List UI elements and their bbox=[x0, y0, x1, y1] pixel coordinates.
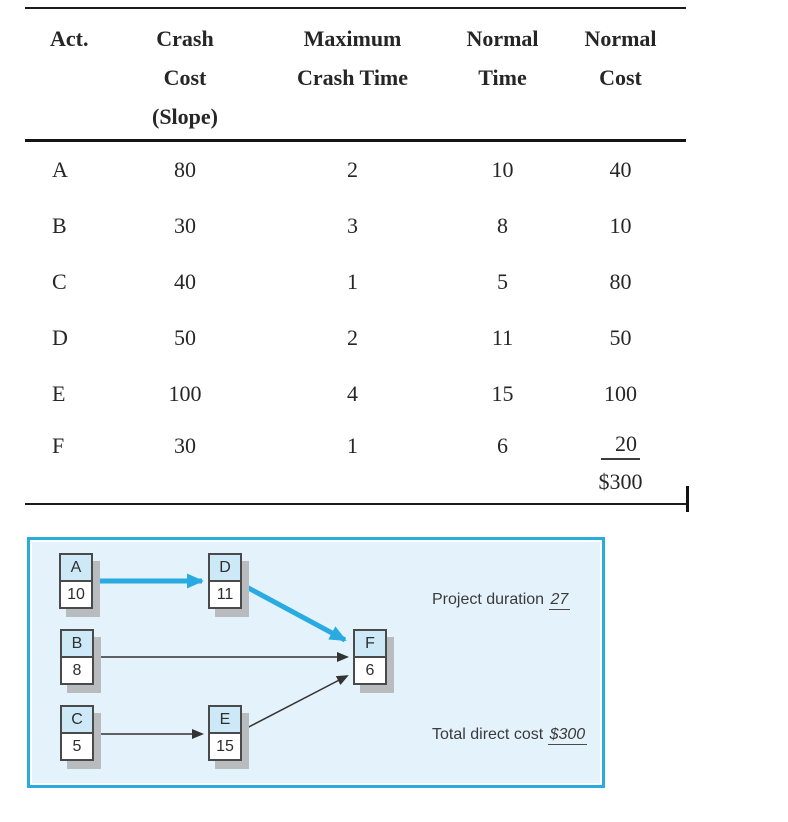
cell-normal-cost: 50 bbox=[609, 325, 632, 350]
col-header-normal-time: Normal Time bbox=[450, 19, 555, 139]
node-b-duration: 8 bbox=[72, 661, 82, 679]
table-row: F 30 1 6 20 bbox=[25, 422, 686, 469]
node-b: B 8 bbox=[60, 629, 101, 693]
edge-e-f bbox=[240, 675, 349, 732]
node-c-label: C bbox=[62, 707, 92, 734]
cell-crash-cost: 30 bbox=[174, 432, 196, 458]
cell-normal-time: 11 bbox=[491, 325, 514, 350]
node-f: F 6 bbox=[353, 629, 394, 693]
node-a-duration: 10 bbox=[67, 585, 85, 603]
cell-crash-cost: 100 bbox=[168, 381, 202, 406]
table-header-row: Act. Crash Cost (Slope) Maximum Crash Ti… bbox=[25, 7, 686, 142]
project-duration-label: Project duration bbox=[432, 591, 545, 608]
node-e: E 15 bbox=[208, 705, 249, 769]
col-header-normal-cost-line1: Normal bbox=[584, 26, 657, 51]
cell-crash-cost: 50 bbox=[174, 325, 196, 350]
network-diagram-panel: A 10 D 11 B 8 F 6 bbox=[27, 537, 605, 788]
cell-max-crash-time: 1 bbox=[347, 269, 358, 294]
cell-act: C bbox=[52, 269, 67, 294]
node-d-label: D bbox=[210, 555, 240, 582]
col-header-normal-time-line1: Normal bbox=[466, 26, 539, 51]
cell-normal-cost: 20 bbox=[555, 431, 686, 460]
table-bottom-rule bbox=[25, 503, 686, 505]
table-row: D 50 2 11 50 bbox=[25, 310, 686, 366]
edges-layer bbox=[93, 573, 349, 739]
node-c: C 5 bbox=[60, 705, 101, 769]
edge-d-f bbox=[239, 581, 347, 643]
project-duration-value: 27 bbox=[548, 591, 571, 610]
cell-normal-time: 6 bbox=[497, 432, 508, 458]
table-row: E 100 4 15 100 bbox=[25, 366, 686, 422]
cell-act: E bbox=[52, 381, 66, 406]
cell-max-crash-time: 4 bbox=[347, 381, 358, 406]
node-c-duration: 5 bbox=[72, 737, 82, 755]
table-row: B 30 3 8 10 bbox=[25, 198, 686, 254]
table-row: C 40 1 5 80 bbox=[25, 254, 686, 310]
node-a: A 10 bbox=[59, 553, 100, 617]
cell-act: B bbox=[52, 213, 67, 238]
node-e-label: E bbox=[210, 707, 240, 734]
col-header-normal-time-line2: Time bbox=[478, 65, 527, 90]
col-header-crash-cost-line2: Cost bbox=[163, 65, 207, 90]
cell-normal-time: 5 bbox=[497, 269, 508, 294]
col-header-act-line: Act. bbox=[50, 26, 89, 51]
cell-normal-time: 10 bbox=[491, 157, 514, 182]
cell-max-crash-time: 2 bbox=[347, 325, 358, 350]
col-header-max-crash-time: Maximum Crash Time bbox=[255, 19, 450, 139]
total-direct-cost-value: $300 bbox=[547, 726, 588, 745]
cell-normal-cost: 100 bbox=[604, 381, 637, 406]
cell-crash-cost: 30 bbox=[174, 213, 196, 238]
col-header-max-crash-time-line1: Maximum bbox=[303, 26, 402, 51]
total-direct-cost-label: Total direct cost bbox=[432, 726, 544, 743]
cell-crash-cost: 40 bbox=[174, 269, 196, 294]
network-diagram-canvas: A 10 D 11 B 8 F 6 bbox=[32, 542, 600, 783]
cell-normal-time: 8 bbox=[497, 213, 508, 238]
cell-normal-cost: 10 bbox=[609, 213, 632, 238]
cell-normal-cost: 40 bbox=[609, 157, 632, 182]
node-d: D 11 bbox=[208, 553, 249, 617]
cell-normal-cost: 80 bbox=[609, 269, 632, 294]
col-header-crash-cost-line1: Crash bbox=[156, 26, 214, 51]
node-b-label: B bbox=[62, 631, 92, 658]
col-header-max-crash-time-line2: Crash Time bbox=[296, 65, 409, 90]
cell-act: D bbox=[52, 325, 68, 350]
col-header-normal-cost: Normal Cost bbox=[555, 19, 686, 139]
project-duration-annotation: Project duration 27 bbox=[432, 591, 571, 610]
cell-normal-time: 15 bbox=[491, 381, 514, 406]
cell-crash-cost: 80 bbox=[174, 157, 196, 182]
node-e-duration: 15 bbox=[216, 737, 234, 755]
node-a-label: A bbox=[61, 555, 91, 582]
cell-act: F bbox=[52, 432, 65, 458]
sum-addend: 20 bbox=[601, 431, 640, 460]
cell-max-crash-time: 3 bbox=[347, 213, 358, 238]
col-header-normal-cost-line2: Cost bbox=[599, 65, 642, 90]
cell-act: A bbox=[52, 157, 68, 182]
total-direct-cost-cell: $300 bbox=[598, 469, 643, 494]
total-direct-cost-annotation: Total direct cost $300 bbox=[432, 726, 588, 745]
cell-max-crash-time: 2 bbox=[347, 157, 358, 182]
text-cursor-mark bbox=[686, 486, 689, 512]
node-f-label: F bbox=[355, 631, 385, 658]
col-header-crash-cost-line3: (Slope) bbox=[152, 104, 218, 129]
node-d-duration: 11 bbox=[216, 585, 234, 603]
cell-max-crash-time: 1 bbox=[347, 432, 358, 458]
crash-cost-table: Act. Crash Cost (Slope) Maximum Crash Ti… bbox=[25, 7, 689, 512]
table-row: A 80 2 10 40 bbox=[25, 142, 686, 198]
col-header-act: Act. bbox=[25, 19, 115, 139]
col-header-crash-cost: Crash Cost (Slope) bbox=[115, 19, 255, 139]
table-total-row: $300 bbox=[25, 469, 686, 501]
node-f-duration: 6 bbox=[365, 661, 375, 679]
